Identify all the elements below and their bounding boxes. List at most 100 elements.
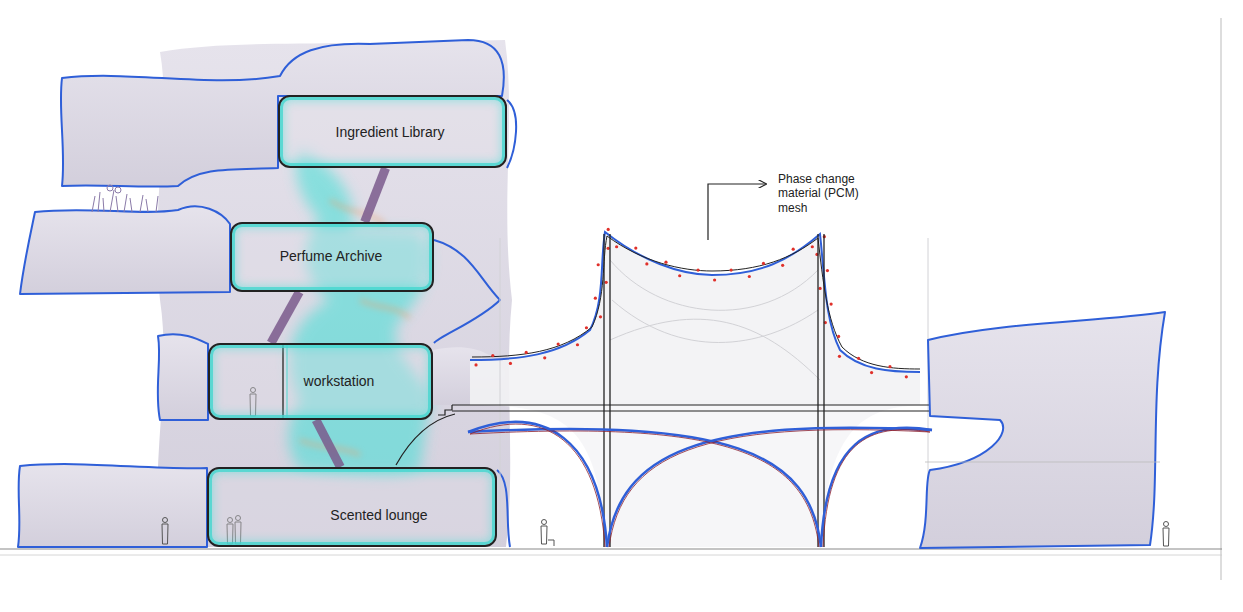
pcm-node [615, 245, 618, 248]
lower-wing [18, 464, 207, 547]
pcm-node [905, 375, 908, 378]
garden-wing [20, 206, 230, 294]
pcm-node [664, 261, 667, 264]
pcm-node [870, 371, 873, 374]
pcm-node [830, 303, 833, 306]
mid-wing [158, 334, 208, 420]
drawing-part [821, 428, 932, 547]
drawing-part [541, 520, 554, 547]
drawing-part [607, 428, 932, 547]
pcm-node [678, 274, 681, 277]
drawing-part [1164, 522, 1169, 527]
drawing-part [548, 540, 554, 546]
pcm-node [543, 356, 546, 359]
drawing-part [163, 518, 168, 523]
pcm-node [491, 354, 494, 357]
mast [604, 234, 824, 547]
circulation-link [271, 292, 299, 343]
room-name: Perfume Archive [280, 248, 383, 265]
drawing-part [823, 430, 930, 547]
drawing-part [162, 518, 168, 545]
drawing-part [18, 40, 516, 547]
pcm-node [509, 362, 512, 365]
pcm-node [594, 297, 597, 300]
drawing-part [1163, 522, 1169, 547]
pcm-node [557, 342, 560, 345]
pcm-node [837, 335, 840, 338]
pcm-node [525, 351, 528, 354]
fabric-lines [500, 238, 928, 547]
pcm-nodes [474, 228, 907, 379]
drawing-part [1163, 528, 1169, 546]
leader-line [708, 184, 766, 240]
drawing-part [115, 187, 121, 193]
room-name: Scented lounge [330, 507, 427, 524]
pcm-node [607, 228, 610, 231]
pcm-node [585, 326, 588, 329]
drawing-part [541, 526, 547, 544]
pcm-node [634, 247, 637, 250]
drawing-part [500, 238, 501, 547]
room-name: Ingredient Library [336, 124, 445, 141]
pcm-node [857, 357, 860, 360]
pcm-node [605, 281, 608, 284]
drawing-part [452, 410, 930, 411]
ground-line [0, 555, 1222, 556]
pcm-mesh [470, 232, 920, 372]
drawing-part [542, 520, 547, 525]
pcm-node [818, 287, 821, 290]
arch [470, 424, 930, 547]
pcm-node [792, 248, 795, 251]
roof-garden [92, 185, 158, 212]
pcm-node [730, 269, 733, 272]
drawing-part [107, 185, 113, 191]
arch [468, 422, 932, 547]
frame-line [1220, 18, 1222, 580]
room-name: workstation [304, 373, 375, 390]
pcm-node [597, 263, 600, 266]
room-box: Perfume Archive [230, 222, 434, 292]
drawing-part [610, 319, 820, 380]
wing-edge [507, 100, 516, 168]
pcm-node [748, 275, 751, 278]
drawing-part [438, 405, 452, 415]
circulation-link [316, 420, 340, 467]
pcm-node [599, 315, 602, 318]
pcm-node [713, 278, 716, 281]
pcm-node [474, 363, 477, 366]
drawing-part [609, 234, 610, 547]
pcm-mesh [472, 236, 920, 369]
pcm-node [826, 269, 829, 272]
pcm-node [781, 264, 784, 267]
wing-edge [497, 470, 510, 547]
drawing-part [396, 414, 455, 465]
drawing-part [609, 430, 930, 547]
pcm-node [762, 262, 765, 265]
pcm-node [645, 262, 648, 265]
wing-edge [434, 240, 500, 343]
callout-label: Phase change material (PCM) mesh [778, 172, 878, 215]
ground-line [0, 548, 1222, 549]
pcm-node [576, 343, 579, 346]
drawing-part [610, 260, 818, 310]
callout-box: Phase change material (PCM) mesh [778, 172, 878, 215]
pcm-node [888, 365, 891, 368]
pcm-node [607, 247, 610, 250]
drawing-part [823, 234, 824, 547]
pcm-node [838, 355, 841, 358]
drawing-part [468, 429, 821, 547]
floor-line [925, 462, 1160, 463]
circulation-link [365, 168, 386, 222]
room-box: workstation [208, 343, 433, 420]
drawing-part [603, 234, 604, 547]
room-box: Ingredient Library [278, 95, 507, 168]
drawing-part [452, 404, 930, 405]
drawing-part [817, 234, 818, 547]
pcm-node [811, 245, 814, 248]
right-building [920, 312, 1165, 548]
drawing-part [612, 300, 818, 343]
